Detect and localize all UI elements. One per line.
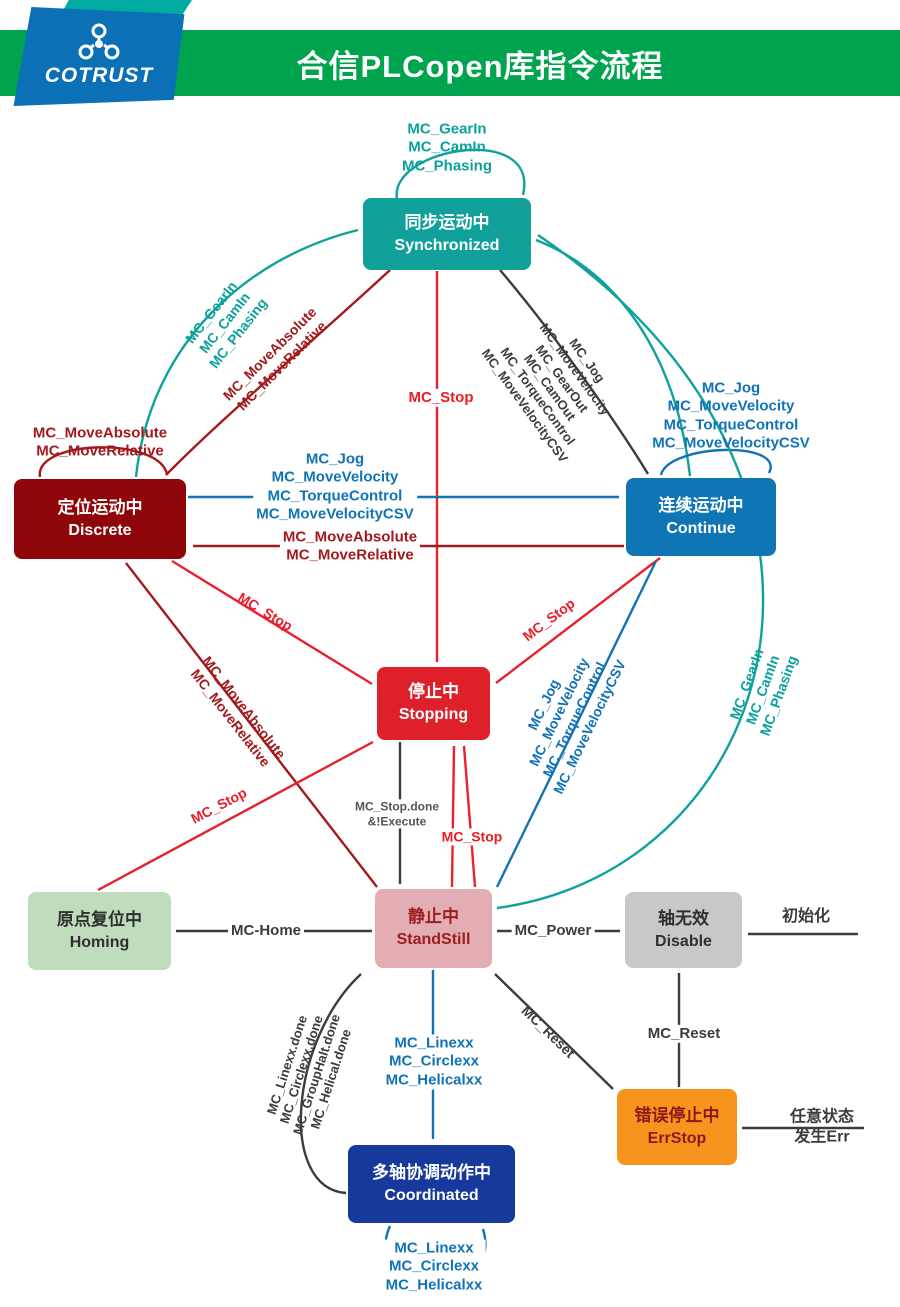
- arrow-sync-to-continue: [499, 269, 650, 475]
- state-homing-en: Homing: [69, 933, 130, 951]
- state-stopping-en: Stopping: [398, 706, 469, 724]
- arrow-continue-to-stopping: [495, 557, 661, 684]
- state-disable: 轴无效 Disable: [625, 892, 742, 968]
- state-standstill-en: StandStill: [396, 931, 471, 949]
- arrow-standstill-to-stopping-1: [450, 745, 456, 888]
- label-init: 初始化: [781, 908, 831, 926]
- cotrust-logo-icon: [78, 23, 120, 60]
- arrow-coordinated-to-standstill: [299, 973, 362, 1195]
- arrow-standstill-to-sync: [496, 234, 765, 910]
- label-stop-center: MC_Stop: [405, 388, 477, 408]
- state-coordinated-en: Coordinated: [384, 1186, 479, 1204]
- page-title: 合信PLCopen库指令流程: [296, 48, 664, 84]
- state-errstop: 错误停止中 ErrStop: [617, 1089, 737, 1165]
- state-standstill: 静止中 StandStill: [375, 889, 492, 968]
- state-stopping-cn: 停止中: [408, 682, 459, 702]
- state-discrete-cn: 定位运动中: [57, 497, 143, 517]
- label-discrete-to-continue: MC_Jog MC_MoveVelocity MC_TorqueControl …: [253, 450, 417, 524]
- arrow-standstill-to-discrete: [125, 562, 378, 888]
- label-sync-self: MC_GearIn MC_CamIn MC_Phasing: [401, 120, 493, 175]
- label-continue-to-discrete: MC_MoveAbsolute MC_MoveRelative: [279, 528, 421, 566]
- state-continue-cn: 连续运动中: [658, 495, 744, 515]
- arrow-discrete-to-sync: [134, 228, 359, 478]
- arrow-homing-to-stopping: [97, 740, 374, 892]
- state-stopping: 停止中 Stopping: [377, 667, 490, 740]
- state-coordinated: 多轴协调动作中 Coordinated: [348, 1145, 515, 1223]
- arrow-errstop-to-standstill: [494, 973, 614, 1090]
- state-discrete: 定位运动中 Discrete: [14, 479, 186, 559]
- arrow-standstill-to-stopping-2: [462, 745, 477, 888]
- arrow-continue-self: [659, 448, 772, 476]
- label-coord-self: MC_Linexx MC_Circlexx MC_Helicalxx: [382, 1239, 486, 1295]
- state-coordinated-cn: 多轴协调动作中: [372, 1162, 491, 1182]
- state-errstop-en: ErrStop: [647, 1129, 707, 1147]
- state-standstill-cn: 静止中: [408, 907, 459, 927]
- label-standstill-to-stopping: MC_Stop: [438, 828, 506, 846]
- arrow-sync-to-discrete: [165, 269, 391, 476]
- state-disable-cn: 轴无效: [658, 908, 709, 928]
- state-errstop-cn: 错误停止中: [634, 1105, 720, 1125]
- label-mc-reset-vertical: MC_Reset: [644, 1024, 724, 1044]
- label-mc-power: MC_Power: [511, 921, 595, 941]
- label-standstill-to-coord: MC_Linexx MC_Circlexx MC_Helicalxx: [382, 1034, 486, 1090]
- label-continue-self: MC_Jog MC_MoveVelocity MC_TorqueControl …: [652, 379, 810, 452]
- state-disable-en: Disable: [655, 932, 712, 950]
- label-any-state-err: 任意状态发生Err: [789, 1108, 854, 1145]
- state-synchronized-en: Synchronized: [394, 236, 500, 254]
- arrow-standstill-to-continue: [495, 560, 658, 888]
- label-stopping-done: MC_Stop.done &!Execute: [352, 799, 442, 829]
- cotrust-logo: COTRUST: [13, 7, 185, 106]
- state-homing: 原点复位中 Homing: [28, 892, 171, 970]
- label-discrete-self: MC_MoveAbsolute MC_MoveRelative: [32, 424, 168, 460]
- state-synchronized-cn: 同步运动中: [404, 212, 490, 232]
- state-discrete-en: Discrete: [68, 521, 132, 539]
- arrow-discrete-to-stopping: [171, 559, 373, 686]
- cotrust-logo-text: COTRUST: [44, 64, 154, 87]
- state-continue: 连续运动中 Continue: [626, 478, 776, 556]
- state-synchronized: 同步运动中 Synchronized: [363, 198, 531, 270]
- label-mc-home: MC-Home: [228, 921, 304, 941]
- state-homing-cn: 原点复位中: [57, 909, 142, 929]
- arrow-discrete-self: [38, 446, 169, 478]
- state-continue-en: Continue: [666, 519, 736, 537]
- arrow-sync-self: [395, 148, 526, 200]
